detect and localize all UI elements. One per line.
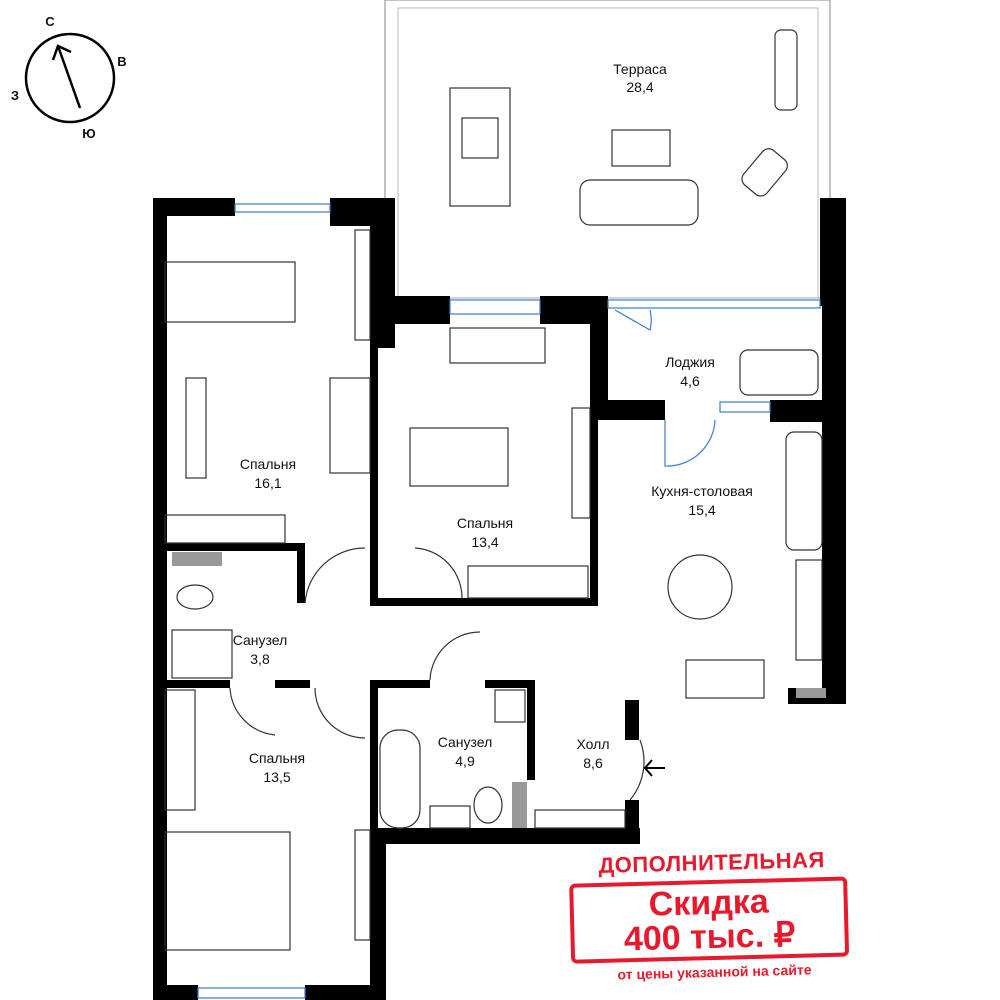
room-area-terrace: 28,4 [626, 79, 653, 95]
discount-stamp: ДОПОЛНИТЕЛЬНАЯ Скидка 400 тыс. ₽ от цены… [566, 846, 859, 984]
compass-south: Ю [82, 126, 95, 141]
compass-west: З [11, 88, 19, 103]
bed [164, 261, 296, 323]
doors [229, 309, 716, 801]
room-area-bedroom-1: 16,1 [254, 475, 281, 491]
room-name-bathroom-2: Санузел [438, 734, 493, 750]
bed [164, 831, 291, 951]
room-name-loggia: Лоджия [665, 354, 715, 370]
furniture [164, 29, 823, 951]
bed [409, 427, 509, 487]
room-labels: Терраса 28,4 Лоджия 4,6 Спальня 16,1 Спа… [233, 61, 753, 785]
room-name-hall: Холл [577, 736, 610, 752]
windows [197, 203, 821, 999]
room-name-terrace: Терраса [613, 61, 667, 77]
room-name-bedroom-1: Спальня [240, 456, 296, 472]
room-name-bedroom-3: Спальня [249, 750, 305, 766]
round-table [667, 554, 733, 620]
room-area-hall: 8,6 [583, 755, 603, 771]
compass-north: С [45, 14, 55, 29]
room-area-bathroom-1: 3,8 [250, 651, 270, 667]
room-area-kitchen: 15,4 [688, 502, 715, 518]
terrace-outline [384, 0, 831, 299]
room-area-bedroom-2: 13,4 [471, 534, 498, 550]
room-area-bathroom-2: 4,9 [455, 753, 475, 769]
compass-east: В [117, 54, 126, 69]
coffee-table [611, 129, 671, 167]
promo-discount-amount: 400 тыс. ₽ [623, 915, 796, 959]
room-name-bathroom-1: Санузел [233, 632, 288, 648]
room-area-loggia: 4,6 [680, 373, 700, 389]
room-area-bedroom-3: 13,5 [263, 769, 290, 785]
sofa [579, 179, 699, 226]
promo-box: Скидка 400 тыс. ₽ [569, 876, 850, 964]
dining-table [449, 87, 511, 207]
room-name-bedroom-2: Спальня [457, 515, 513, 531]
compass: С В Ю З [11, 14, 127, 141]
room-name-kitchen: Кухня-столовая [651, 483, 753, 499]
bathtub [379, 729, 421, 829]
entrance-arrow-icon [643, 759, 665, 777]
